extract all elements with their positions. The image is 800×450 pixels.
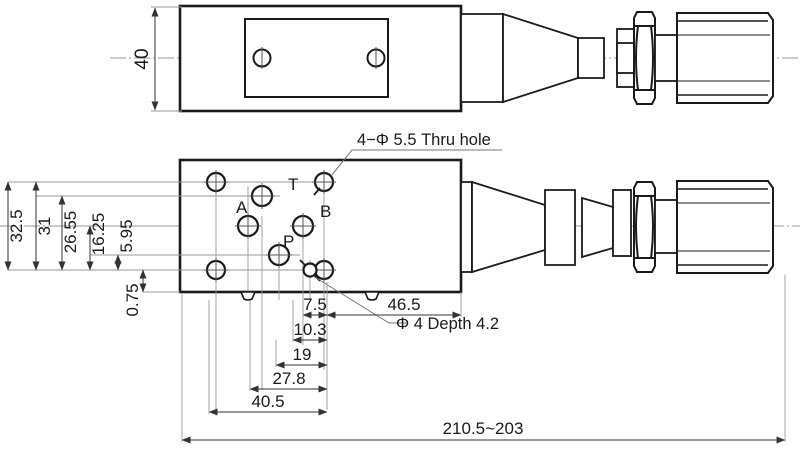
port-hole-T (249, 183, 275, 209)
dimension-7-5-label: 7.5 (303, 295, 327, 314)
dimension-19: 19 (275, 340, 328, 369)
dimension-26-55: 26.55 (58, 195, 80, 271)
port-hole-P (266, 242, 292, 268)
dimension-overall-label: 210.5~203 (443, 419, 524, 438)
bottom-view-hex-collar (633, 181, 656, 273)
top-view-adapter (460, 12, 605, 104)
top-view-hex-collar (633, 11, 656, 105)
dimension-27-8-label: 27.8 (272, 369, 305, 388)
dimension-0-75: 0.75 (123, 269, 180, 317)
top-view-hole-right (366, 47, 386, 69)
seal-marks (239, 291, 381, 301)
port-hole-A (235, 213, 261, 239)
thru-hole-top-left (204, 170, 228, 194)
dimension-10-3-label: 10.3 (293, 320, 326, 339)
vertical-dimension-stack: 32.5 31 26.55 16.25 5.95 0.75 (4, 181, 180, 317)
port-label-P: P (283, 232, 294, 251)
dimension-19-label: 19 (293, 345, 312, 364)
bottom-view-knob (676, 180, 774, 274)
bottom-view-shank (654, 199, 678, 254)
bottom-view: T A B P (0, 158, 800, 410)
dimension-40-5-label: 40.5 (251, 392, 284, 411)
bottom-view-adapter (460, 180, 614, 274)
dimension-46-5: 46.5 (326, 292, 462, 319)
bottom-view-hex-nut (612, 189, 632, 257)
dimension-overall: 210.5~203 (181, 275, 786, 444)
thru-hole-bottom-left (204, 258, 228, 282)
depth-hole-label: Φ 4 Depth 4.2 (396, 315, 499, 333)
top-view-hole-left (252, 47, 272, 69)
dimension-31-label: 31 (35, 217, 54, 236)
dimension-46-5-label: 46.5 (387, 295, 420, 314)
annotation-depth-hole: Φ 4 Depth 4.2 (312, 275, 499, 333)
top-view-height-dimension: 40 (132, 6, 182, 112)
thru-hole-top-right (312, 170, 336, 196)
dimension-10-3: 10.3 (292, 300, 328, 344)
dimension-5-95: 5.95 (114, 219, 136, 271)
dimension-26-55-label: 26.55 (61, 211, 80, 254)
dimension-40-5: 40.5 (208, 300, 328, 416)
port-hole-B (290, 213, 316, 239)
port-label-B: B (320, 202, 331, 221)
dimension-0-75-label: 0.75 (123, 283, 142, 316)
dimension-32-5: 32.5 (4, 181, 26, 271)
thru-hole-label: 4−Φ 5.5 Thru hole (357, 131, 491, 149)
dimension-31: 31 (32, 181, 54, 271)
top-view: 40 (110, 4, 800, 113)
top-view-knob (676, 12, 774, 104)
top-view-hex-nut (616, 28, 637, 88)
dimension-16-25: 16.25 (86, 213, 108, 271)
annotation-thru-hole: 4−Φ 5.5 Thru hole (330, 131, 502, 177)
dimension-16-25-label: 16.25 (89, 213, 108, 256)
top-view-body (178, 4, 463, 113)
port-label-A: A (236, 198, 248, 217)
dimension-40-label: 40 (132, 48, 153, 69)
dimension-32-5-label: 32.5 (7, 209, 26, 242)
top-view-shank (654, 34, 678, 82)
dimension-5-95-label: 5.95 (117, 219, 136, 252)
port-label-T: T (288, 175, 298, 194)
dimension-27-8: 27.8 (249, 300, 328, 393)
top-view-mounting-plate (244, 18, 389, 98)
horizontal-dimension-stack: 7.5 46.5 10.3 19 27.8 (181, 275, 786, 444)
